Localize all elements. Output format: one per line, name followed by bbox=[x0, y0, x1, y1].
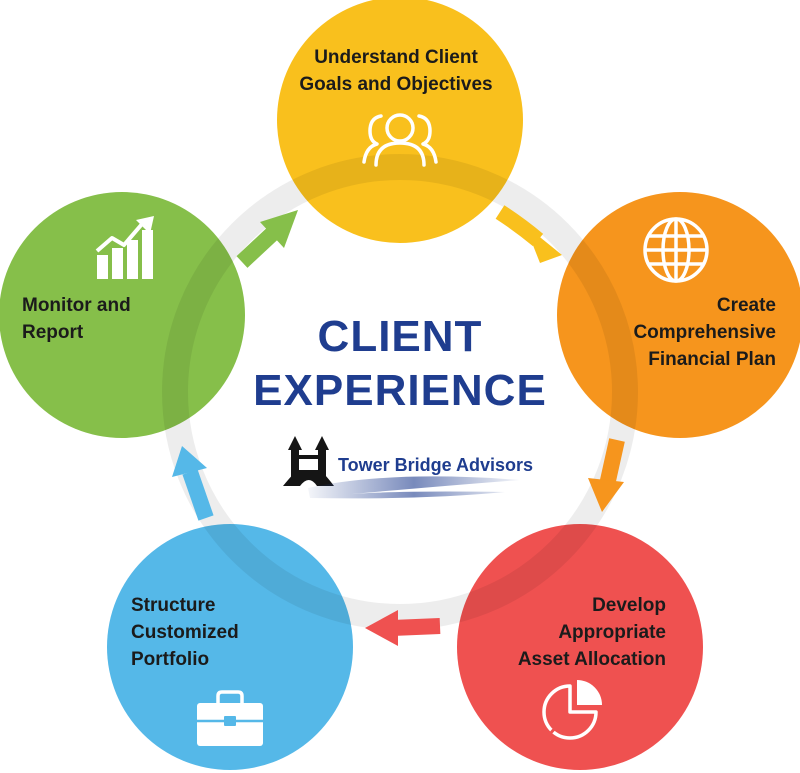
step-label-asset-allocation: Develop Appropriate Asset Allocation bbox=[518, 592, 666, 673]
step-label-line: Report bbox=[22, 322, 84, 343]
step-label-line: Understand Client bbox=[314, 47, 478, 68]
step-circle-create-plan bbox=[557, 192, 800, 438]
step-label-line: Asset Allocation bbox=[517, 649, 666, 670]
arrow-develop-to-structure bbox=[365, 610, 441, 646]
step-circle-portfolio bbox=[107, 524, 353, 770]
arrow-monitor-to-understand bbox=[236, 210, 298, 268]
step-label-line: Comprehensive bbox=[633, 322, 776, 343]
step-label-monitor: Monitor and Report bbox=[22, 292, 131, 346]
step-label-line: Customized bbox=[131, 622, 239, 643]
people-icon bbox=[362, 113, 438, 167]
step-label-line: Appropriate bbox=[558, 622, 666, 643]
step-label-line: Monitor and bbox=[22, 295, 131, 316]
center-title-line: CLIENT bbox=[317, 312, 483, 361]
step-circle-understand bbox=[277, 0, 523, 243]
step-circle-monitor bbox=[0, 192, 245, 438]
step-label-line: Portfolio bbox=[131, 649, 210, 670]
step-label-line: Structure bbox=[131, 595, 216, 616]
briefcase-icon bbox=[197, 690, 263, 746]
tower-bridge-logo bbox=[283, 436, 520, 499]
arrow-create-to-develop bbox=[588, 438, 625, 512]
center-title-line: EXPERIENCE bbox=[253, 366, 547, 415]
step-label-portfolio: Structure Customized Portfolio bbox=[131, 592, 239, 673]
step-label-line: Financial Plan bbox=[648, 349, 776, 370]
globe-icon bbox=[643, 217, 709, 283]
step-label-line: Goals and Objectives bbox=[299, 74, 493, 95]
brand-name: Tower Bridge Advisors bbox=[338, 455, 534, 475]
center-title: CLIENT EXPERIENCE bbox=[240, 310, 560, 418]
pie-chart-icon bbox=[542, 680, 602, 740]
step-label-line: Develop bbox=[592, 595, 666, 616]
arrow-structure-to-monitor bbox=[172, 446, 214, 521]
arrow-understand-to-create bbox=[495, 205, 562, 263]
step-label-understand: Understand Client Goals and Objectives bbox=[290, 44, 502, 98]
step-label-create-plan: Create Comprehensive Financial Plan bbox=[633, 292, 776, 373]
cycle-ring bbox=[162, 154, 638, 630]
step-circle-asset-allocation bbox=[457, 524, 703, 770]
growth-chart-icon bbox=[95, 216, 154, 279]
step-label-line: Create bbox=[716, 295, 776, 316]
